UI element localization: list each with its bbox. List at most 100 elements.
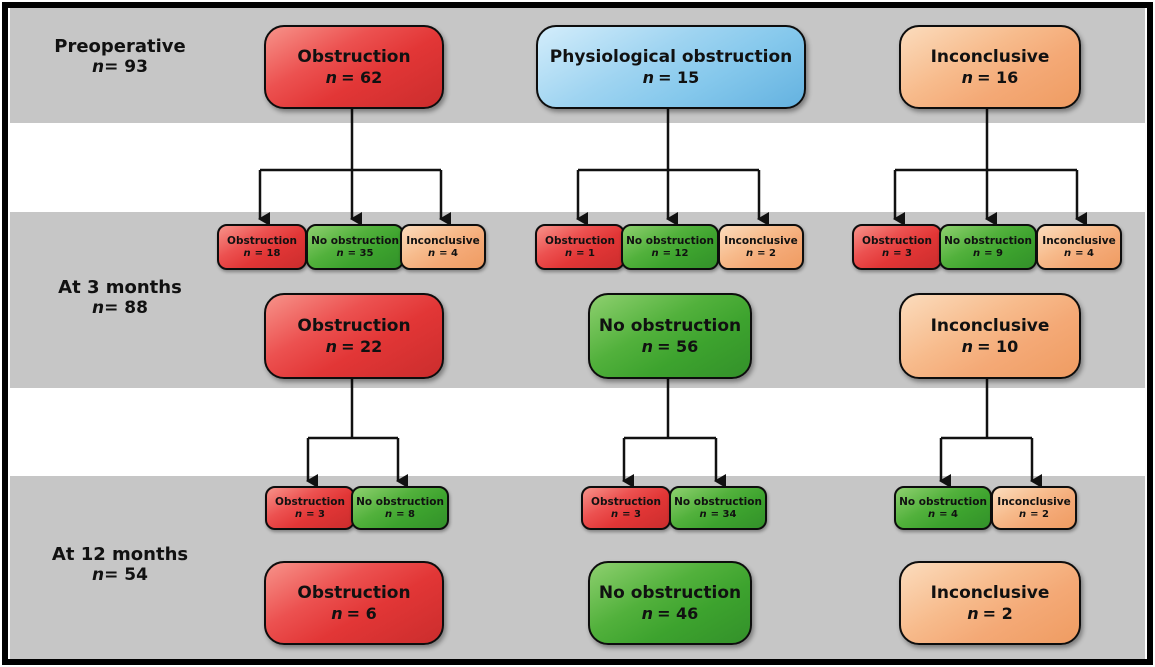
n-value: = 10 <box>977 336 1019 356</box>
node-count: n= 2 <box>746 248 776 260</box>
node-label: No obstruction <box>674 495 762 508</box>
n-symbol: n <box>746 247 754 259</box>
node-12m-col2-no-obstruction: No obstruction n= 34 <box>669 486 767 530</box>
n-value: = 3 <box>306 508 325 520</box>
node-count: n= 3 <box>295 509 325 521</box>
n-value: = 62 <box>341 67 383 87</box>
stage-count: n= 88 <box>25 298 215 319</box>
node-12m-col3-inconclusive: Inconclusive n= 2 <box>991 486 1077 530</box>
node-label: No obstruction <box>626 234 714 247</box>
node-3m-inconclusive: Inconclusive n= 10 <box>899 293 1081 379</box>
node-label: Inconclusive <box>930 46 1050 67</box>
node-label: No obstruction <box>944 234 1032 247</box>
node-label: No obstruction <box>356 495 444 508</box>
n-value: = 93 <box>104 57 148 77</box>
node-label: No obstruction <box>598 315 742 336</box>
node-preop-obstruction: Obstruction n= 62 <box>264 25 444 109</box>
node-label: Obstruction <box>297 582 411 603</box>
n-symbol: n <box>1064 247 1072 259</box>
stage-label-12-months: At 12 months n= 54 <box>25 544 215 586</box>
n-symbol: n <box>961 336 974 356</box>
node-count: n= 18 <box>244 248 281 260</box>
n-value: = 18 <box>254 247 281 259</box>
node-3m-col3-no-obstruction: No obstruction n= 9 <box>939 224 1037 270</box>
node-count: n= 62 <box>326 68 383 88</box>
node-label: Obstruction <box>297 315 411 336</box>
node-count: n= 6 <box>331 604 377 624</box>
stage-title: At 12 months <box>51 544 189 565</box>
n-symbol: n <box>642 67 655 87</box>
node-label: Obstruction <box>297 46 411 67</box>
node-12m-obstruction: Obstruction n= 6 <box>264 561 444 645</box>
n-value: = 54 <box>104 565 148 585</box>
node-label: Obstruction <box>275 495 345 508</box>
n-value: = 3 <box>893 247 912 259</box>
node-label: Obstruction <box>227 234 297 247</box>
n-symbol: n <box>331 603 343 623</box>
n-symbol: n <box>699 508 707 520</box>
node-label: Inconclusive <box>930 315 1050 336</box>
node-label: Obstruction <box>591 495 661 508</box>
node-count: n= 16 <box>962 68 1019 88</box>
node-3m-col2-no-obstruction: No obstruction n= 12 <box>621 224 719 270</box>
node-12m-col3-no-obstruction: No obstruction n= 4 <box>894 486 992 530</box>
n-value: = 4 <box>1075 247 1094 259</box>
node-count: n= 22 <box>326 337 383 357</box>
node-label: Inconclusive <box>1042 234 1116 247</box>
stage-label-preoperative: Preoperative n= 93 <box>25 36 215 78</box>
n-value: = 35 <box>347 247 374 259</box>
node-3m-col2-inconclusive: Inconclusive n= 2 <box>718 224 804 270</box>
n-symbol: n <box>651 247 659 259</box>
node-count: n= 35 <box>337 248 374 260</box>
n-value: = 4 <box>439 247 458 259</box>
node-count: n= 4 <box>428 248 458 260</box>
stage-label-3-months: At 3 months n= 88 <box>25 277 215 319</box>
node-3m-obstruction: Obstruction n= 22 <box>264 293 444 379</box>
n-symbol: n <box>611 508 619 520</box>
n-symbol: n <box>92 57 105 77</box>
stage-count: n= 93 <box>25 57 215 78</box>
node-label: No obstruction <box>899 495 987 508</box>
node-label: Obstruction <box>545 234 615 247</box>
node-count: n= 34 <box>700 509 737 521</box>
n-symbol: n <box>325 67 338 87</box>
n-symbol: n <box>967 603 979 623</box>
node-3m-col1-no-obstruction: No obstruction n= 35 <box>306 224 404 270</box>
n-value: = 2 <box>982 603 1013 623</box>
n-symbol: n <box>428 247 436 259</box>
n-symbol: n <box>641 336 654 356</box>
node-count: n= 15 <box>643 68 700 88</box>
node-count: n= 2 <box>967 604 1013 624</box>
node-count: n= 46 <box>642 604 699 624</box>
node-3m-col3-inconclusive: Inconclusive n= 4 <box>1036 224 1122 270</box>
n-value: = 46 <box>657 603 699 623</box>
node-label: Inconclusive <box>406 234 480 247</box>
node-12m-inconclusive: Inconclusive n= 2 <box>899 561 1081 645</box>
node-3m-col2-obstruction: Obstruction n= 1 <box>535 224 625 270</box>
node-count: n= 56 <box>642 337 699 357</box>
node-count: n= 9 <box>973 248 1003 260</box>
n-value: = 56 <box>657 336 699 356</box>
node-12m-col1-obstruction: Obstruction n= 3 <box>265 486 355 530</box>
node-3m-no-obstruction: No obstruction n= 56 <box>588 293 752 379</box>
node-preop-physiological-obstruction: Physiological obstruction n= 15 <box>536 25 806 109</box>
node-count: n= 4 <box>1064 248 1094 260</box>
n-value: = 16 <box>977 67 1019 87</box>
node-label: Inconclusive <box>930 582 1050 603</box>
node-12m-no-obstruction: No obstruction n= 46 <box>588 561 752 645</box>
n-symbol: n <box>961 67 974 87</box>
n-value: = 2 <box>1030 508 1049 520</box>
stage-count: n= 54 <box>25 565 215 586</box>
n-symbol: n <box>1019 508 1027 520</box>
n-value: = 3 <box>622 508 641 520</box>
stage-title: At 3 months <box>58 277 182 298</box>
n-value: = 22 <box>341 336 383 356</box>
n-symbol: n <box>565 247 573 259</box>
n-value: = 88 <box>104 298 148 318</box>
node-count: n= 1 <box>565 248 595 260</box>
n-symbol: n <box>882 247 890 259</box>
node-count: n= 8 <box>385 509 415 521</box>
node-3m-col3-obstruction: Obstruction n= 3 <box>852 224 942 270</box>
node-label: Obstruction <box>862 234 932 247</box>
